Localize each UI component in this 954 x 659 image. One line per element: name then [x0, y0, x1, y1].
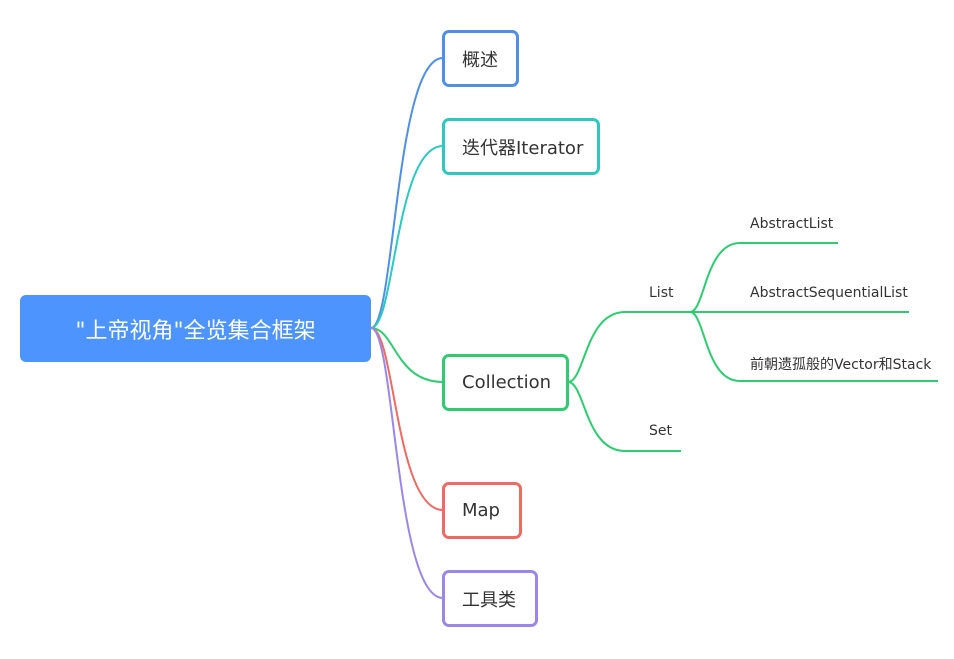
node-list[interactable]: List — [649, 285, 674, 301]
branch-tools[interactable]: 工具类 — [442, 570, 538, 627]
node-abstractlist[interactable]: AbstractList — [750, 216, 834, 232]
link-abstractlist — [689, 242, 838, 313]
link-list — [567, 311, 690, 383]
node-abstractsequentiallist[interactable]: AbstractSequentialList — [750, 285, 908, 301]
branch-collection[interactable]: Collection — [442, 354, 569, 411]
link-collection — [370, 327, 444, 383]
node-set[interactable]: Set — [649, 423, 672, 439]
link-tools — [370, 327, 444, 599]
branch-iterator[interactable]: 迭代器Iterator — [442, 118, 600, 175]
link-iterator — [370, 145, 444, 329]
root-node[interactable]: "上帝视角"全览集合框架 — [20, 295, 371, 362]
link-map — [370, 327, 444, 511]
branch-overview[interactable]: 概述 — [442, 30, 519, 87]
node-vector-stack[interactable]: 前朝遗孤般的Vector和Stack — [750, 357, 932, 373]
branch-map[interactable]: Map — [442, 482, 522, 539]
link-overview — [370, 57, 444, 329]
link-set — [567, 381, 681, 452]
link-vector-stack — [689, 311, 938, 382]
